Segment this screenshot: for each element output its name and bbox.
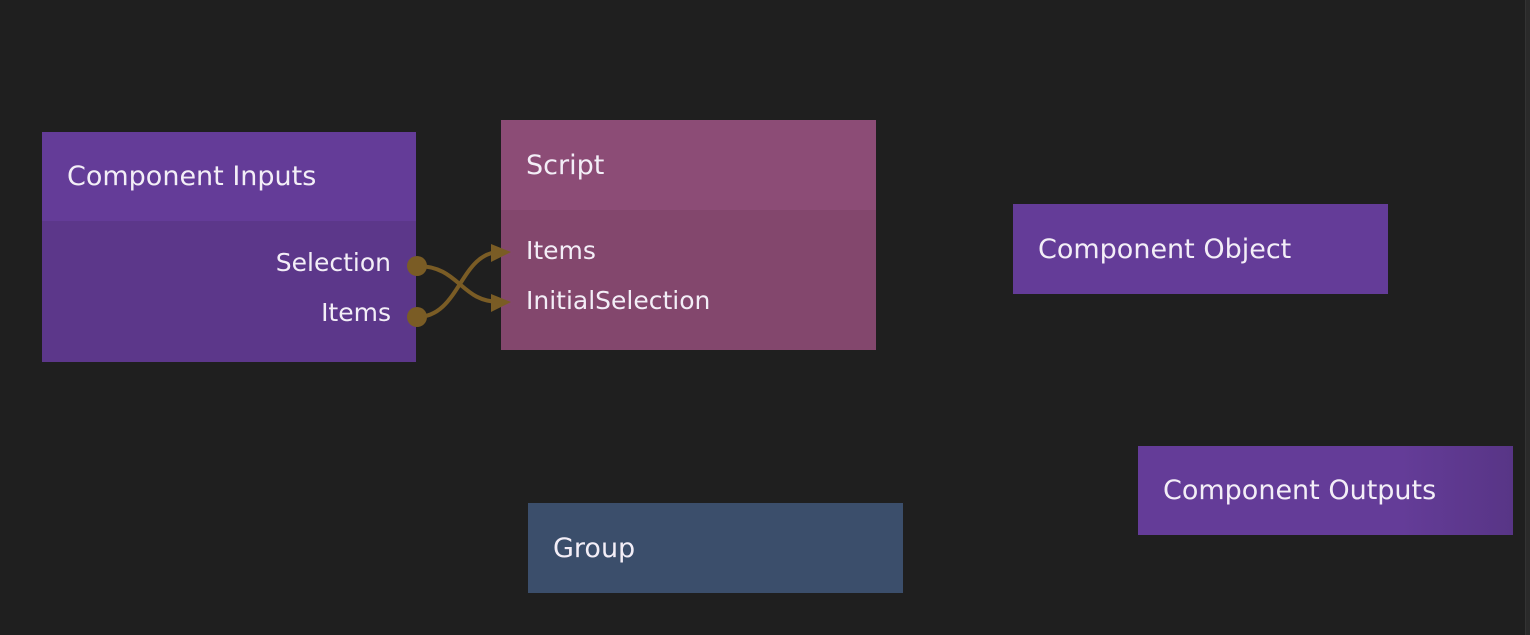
connection-items-to-items[interactable] xyxy=(416,250,501,319)
port-dot-items[interactable] xyxy=(407,307,427,327)
panel-edge xyxy=(1525,0,1530,635)
node-title: Component Object xyxy=(1038,233,1292,265)
input-port-items[interactable]: Items xyxy=(526,236,596,265)
node-script[interactable]: Script Items InitialSelection xyxy=(501,120,876,350)
node-title: Script xyxy=(501,120,876,210)
arrow-icon xyxy=(491,244,511,262)
node-component-object[interactable]: Component Object xyxy=(1013,204,1388,294)
node-title: Component Inputs xyxy=(42,132,416,221)
node-title: Group xyxy=(553,532,636,564)
output-port-selection[interactable]: Selection xyxy=(275,248,391,277)
node-title: Component Outputs xyxy=(1163,475,1437,506)
port-dot-selection[interactable] xyxy=(407,256,427,276)
node-component-outputs[interactable]: Component Outputs xyxy=(1138,446,1513,535)
node-group[interactable]: Group xyxy=(528,503,903,593)
node-component-inputs[interactable]: Component Inputs Selection Items xyxy=(42,132,416,362)
arrow-icon xyxy=(491,294,511,312)
input-port-initialselection[interactable]: InitialSelection xyxy=(526,286,711,315)
output-port-items[interactable]: Items xyxy=(321,298,391,327)
